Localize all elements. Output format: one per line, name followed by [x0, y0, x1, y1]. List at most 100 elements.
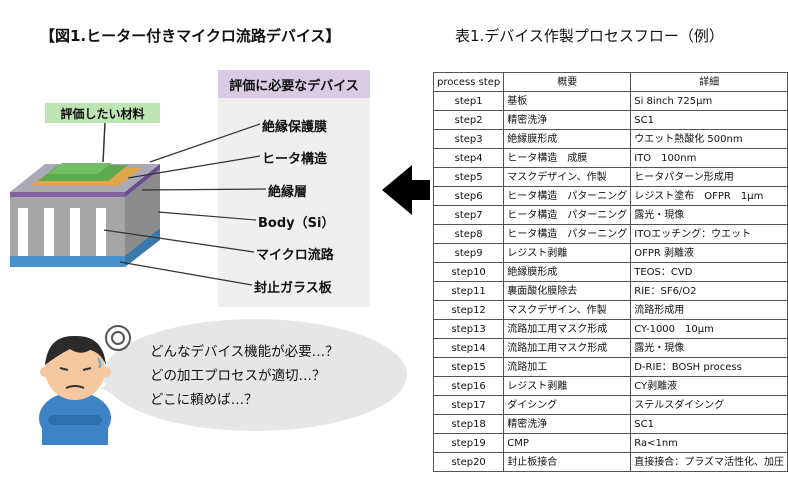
cell-summary: CMP	[503, 433, 632, 453]
cell-detail: ITO 100nm	[630, 148, 788, 168]
speech-line-3: どこに頼めば…？	[150, 392, 258, 408]
cell-detail: レジスト塗布 OFPR 1μm	[630, 186, 788, 206]
glass-plate-front	[10, 255, 125, 267]
cell-summary: 裏面酸化膜除去	[503, 281, 632, 301]
cell-detail: RIE：SF6/O2	[630, 281, 788, 301]
channel-2	[44, 208, 54, 256]
speech-line-2: どの加工プロセスが適切…？	[150, 368, 326, 384]
cell-summary: レジスト剥離	[503, 376, 632, 396]
layer-label-body: Body（Si）	[258, 216, 335, 231]
cell-summary: 封止板接合	[503, 452, 632, 472]
cell-step: step9	[432, 243, 505, 263]
speech-text: どんなデバイス機能が必要…？ どの加工プロセスが適切…？ どこに頼めば…？	[150, 340, 339, 412]
cell-step: step16	[432, 376, 505, 396]
cell-step: step11	[432, 281, 505, 301]
cell-detail: SC1	[630, 110, 788, 130]
cell-detail: CY剥離液	[630, 376, 788, 396]
cell-step: step3	[432, 129, 505, 149]
cell-summary: 流路加工用マスク形成	[503, 338, 632, 358]
cell-detail: OFPR 剥離液	[630, 243, 788, 263]
cell-detail: 流路形成用	[630, 300, 788, 320]
cell-summary: マスクデザイン、作製	[503, 300, 632, 320]
layer-label-channel: マイクロ流路	[256, 248, 334, 263]
swirl-icon	[105, 325, 131, 351]
cell-summary: 絶縁膜形成	[503, 129, 632, 149]
cell-detail: TEOS：CVD	[630, 262, 788, 282]
layer-label-heater: ヒータ構造	[262, 152, 328, 167]
layer-label-protective: 絶縁保護膜	[262, 120, 328, 135]
speech-bubble-tail	[100, 380, 122, 398]
panel-header: 評価に必要なデバイス	[218, 70, 370, 98]
layer-label-panel	[218, 82, 370, 307]
cell-step: step8	[432, 224, 505, 244]
insulation-layer-side	[125, 164, 160, 197]
cell-step: step7	[432, 205, 505, 225]
layer-label-glass: 封止ガラス板	[254, 281, 332, 296]
cell-detail: ウエット熱酸化 500nm	[630, 129, 788, 149]
glass-plate-side	[125, 228, 160, 267]
cell-summary: 絶縁膜形成	[503, 262, 632, 282]
cell-step: step4	[432, 148, 505, 168]
cell-step: step19	[432, 433, 505, 453]
cell-detail: ヒータパターン形成用	[630, 167, 788, 187]
header-step: process step	[432, 72, 505, 92]
cell-summary: 流路加工用マスク形成	[503, 319, 632, 339]
cell-step: step5	[432, 167, 505, 187]
table-header-row: process step 概要 詳細	[432, 72, 788, 92]
cell-step: step2	[432, 110, 505, 130]
table-title: 表1.デバイス作製プロセスフロー（例）	[455, 27, 724, 45]
cell-step: step12	[432, 300, 505, 320]
header-detail: 詳細	[630, 72, 788, 92]
cell-step: step10	[432, 262, 505, 282]
material-label: 評価したい材料	[45, 103, 160, 123]
cell-step: step20	[432, 452, 505, 472]
cell-summary: 精密洗浄	[503, 414, 632, 434]
speech-line-1: どんなデバイス機能が必要…？	[150, 344, 339, 360]
cell-step: step17	[432, 395, 505, 415]
cell-summary: 精密洗浄	[503, 110, 632, 130]
cell-summary: マスクデザイン、作製	[503, 167, 632, 187]
device-illustration	[10, 122, 430, 445]
cell-step: step14	[432, 338, 505, 358]
material-sample-inner	[48, 163, 112, 174]
cell-detail: 直接接合：プラズマ活性化、加圧	[630, 452, 788, 472]
cell-step: step15	[432, 357, 505, 377]
cell-summary: レジスト剥離	[503, 243, 632, 263]
channel-4	[96, 208, 106, 256]
channel-3	[70, 208, 80, 256]
worried-person-illustration	[39, 325, 131, 445]
cell-detail: ITOエッチング：ウエット	[630, 224, 788, 244]
channel-1	[18, 208, 28, 256]
cell-step: step13	[432, 319, 505, 339]
cell-detail: Si 8inch 725μm	[630, 91, 788, 111]
cell-summary: ヒータ構造 パターニング	[503, 186, 632, 206]
cell-detail: 露光・現像	[630, 205, 788, 225]
figure-title: 【図1.ヒーター付きマイクロ流路デバイス】	[40, 27, 341, 45]
left-arrow-icon	[382, 165, 430, 215]
cell-detail: 露光・現像	[630, 338, 788, 358]
layer-label-insulation: 絶縁層	[268, 185, 308, 200]
cell-summary: ヒータ構造 パターニング	[503, 224, 632, 244]
cell-summary: 流路加工	[503, 357, 632, 377]
cell-detail: Ra<1nm	[630, 433, 788, 453]
cell-step: step1	[432, 91, 505, 111]
